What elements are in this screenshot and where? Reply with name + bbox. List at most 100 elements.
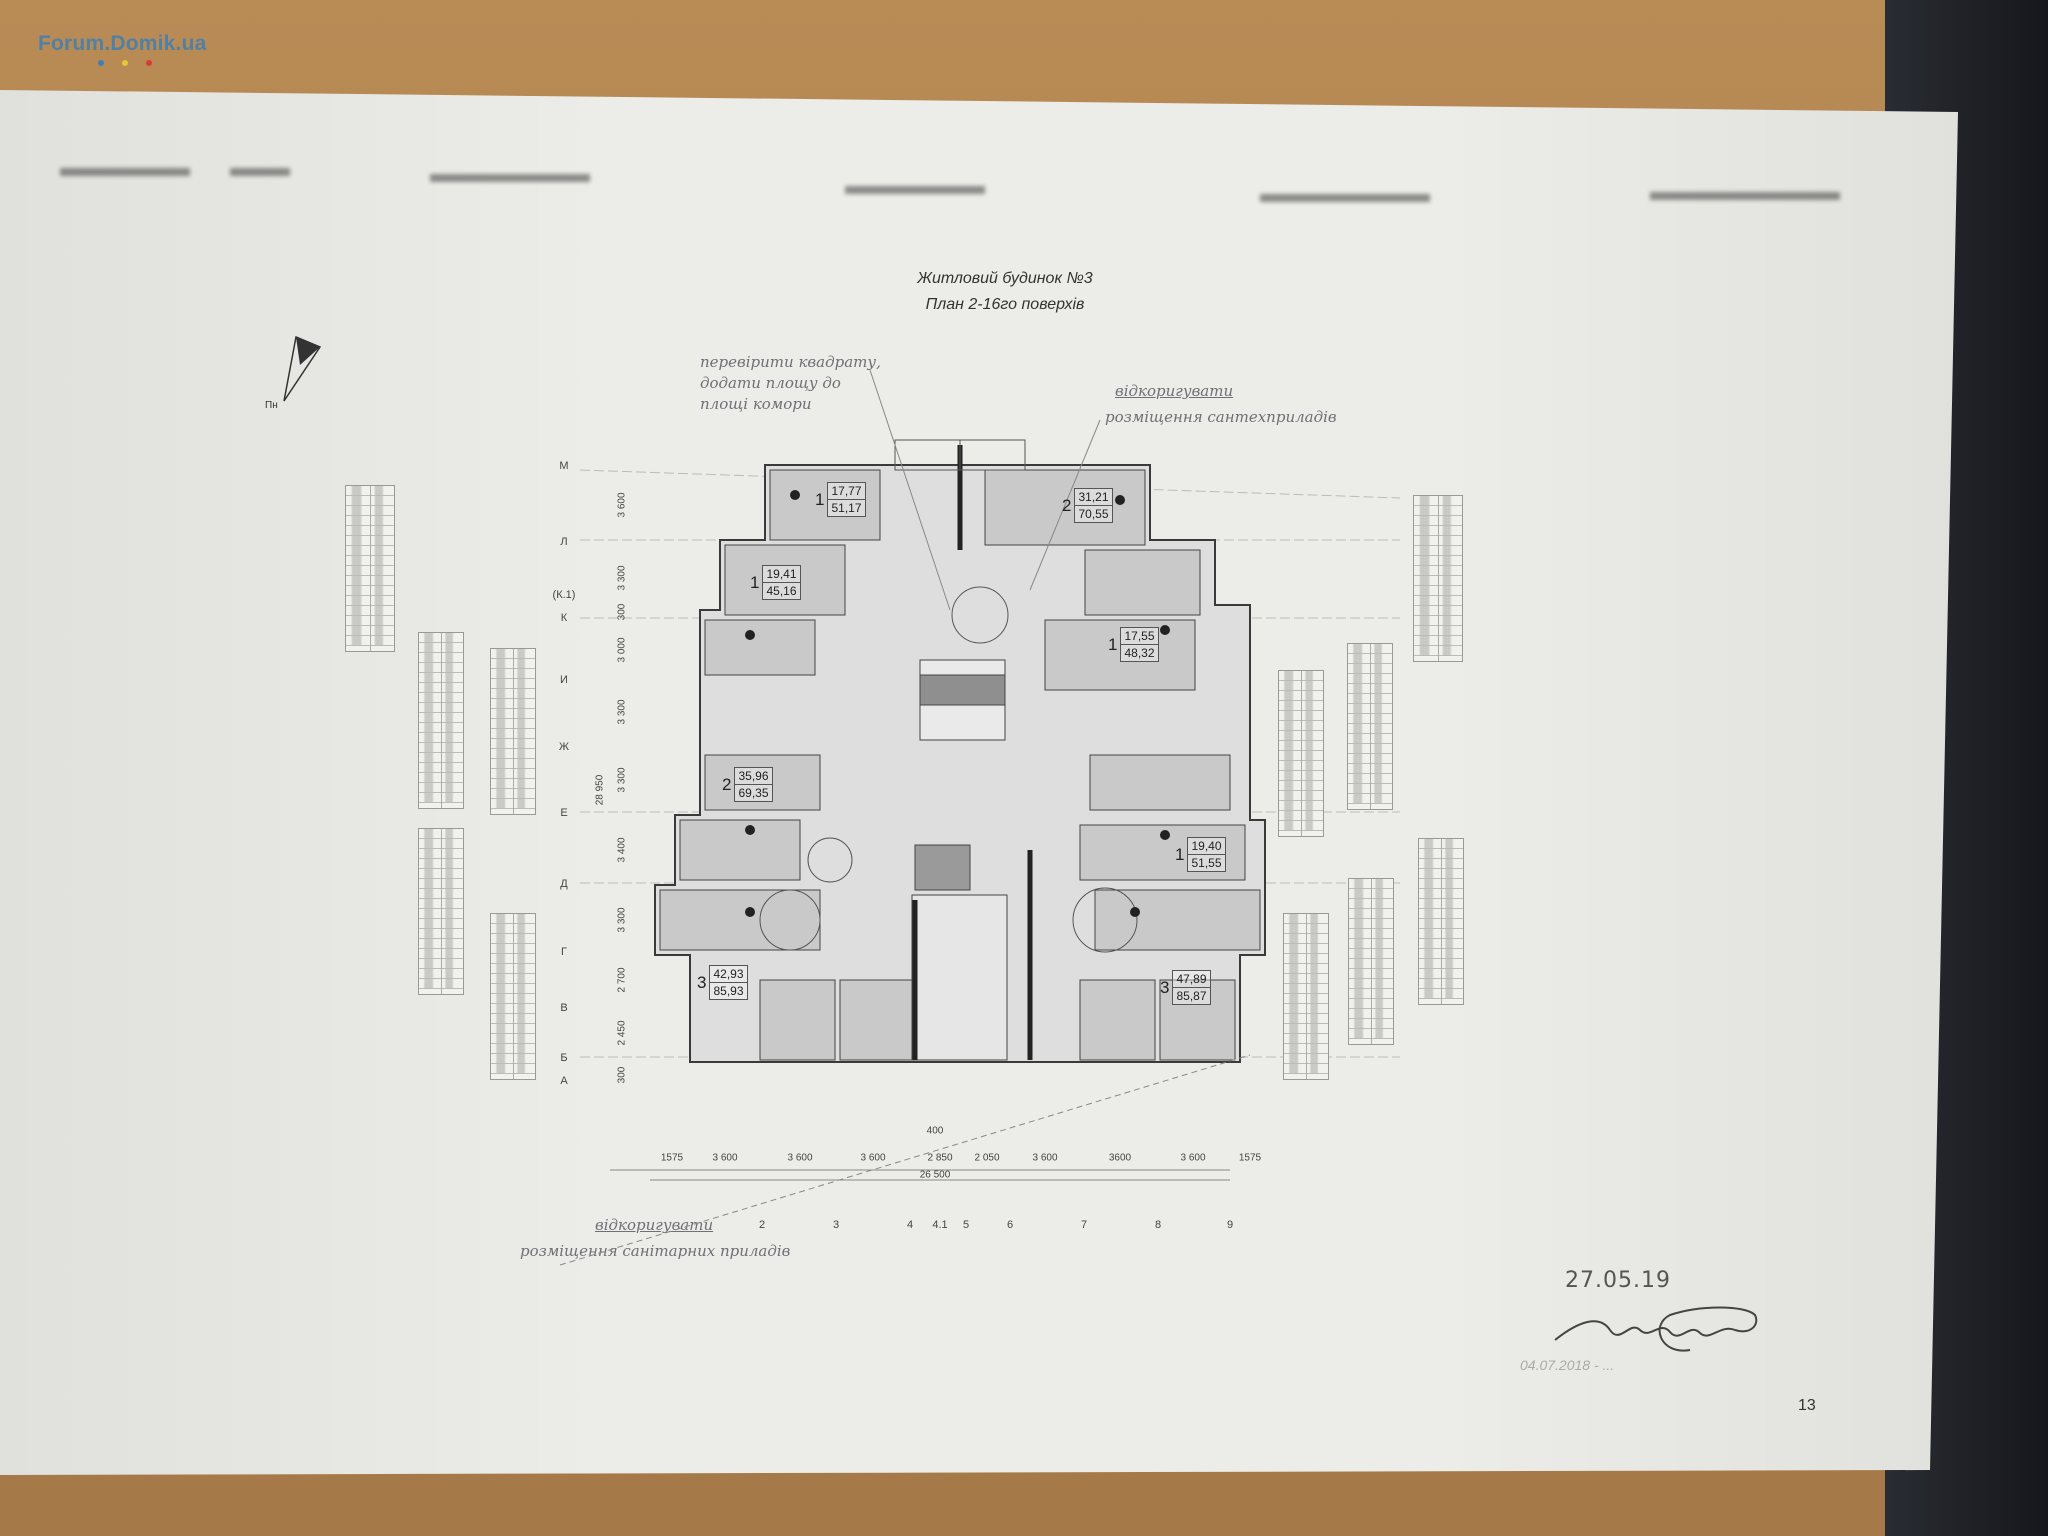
dimension-label: 3 600 — [860, 1152, 886, 1164]
note-line: відкоригувати — [595, 1216, 714, 1234]
apartment-floor-table — [490, 648, 536, 815]
axis-letter: Л — [560, 536, 568, 548]
note-line: відкоригувати — [1115, 382, 1234, 400]
dimension-label: 3 600 — [1180, 1152, 1206, 1164]
handwritten-signature — [1554, 1306, 1758, 1352]
axis-number: 6 — [1006, 1219, 1014, 1231]
room-count: 1 — [1175, 844, 1185, 864]
note-line: розміщення сантехприладів — [1105, 408, 1337, 426]
dimension-label: 3 000 — [616, 637, 628, 663]
document-title: Житловий будинок №3 — [917, 270, 1093, 287]
dimension-label: 3 300 — [616, 907, 628, 933]
living-area: 19,40 — [1188, 838, 1225, 855]
axis-letter: И — [560, 674, 568, 686]
axis-number: 4.1 — [932, 1219, 948, 1231]
dimension-label: 3 600 — [616, 492, 628, 518]
room-count: 1 — [815, 489, 825, 509]
faint-pencil-note: 04.07.2018 - ... — [1520, 1357, 1615, 1373]
redacted-header — [1650, 192, 1840, 200]
total-area: 85,87 — [1176, 989, 1207, 1003]
handwritten-note-bottom-left: відкоригувати розміщення санітарних прил… — [520, 1212, 790, 1264]
dimension-label: 3 600 — [787, 1152, 813, 1164]
page-number: 13 — [1798, 1397, 1816, 1414]
room-count: 3 — [697, 972, 707, 992]
living-area: 19,41 — [763, 566, 800, 583]
apartment-floor-table — [418, 828, 464, 995]
axis-number: 7 — [1080, 1219, 1088, 1231]
redacted-header — [1260, 194, 1430, 202]
document-subtitle: План 2-16го поверхів — [925, 296, 1085, 313]
axis-letter: А — [560, 1075, 568, 1087]
living-area: 42,93 — [710, 966, 747, 983]
apartment-floor-table — [1283, 913, 1329, 1080]
room-count: 2 — [722, 774, 732, 794]
watermark-dots — [98, 60, 178, 68]
axis-letter: Б — [560, 1052, 568, 1064]
axis-number: 4 — [906, 1219, 914, 1231]
room-count: 1 — [1108, 634, 1118, 654]
dimension-label: 1575 — [1238, 1152, 1262, 1164]
dimension-label: 2 050 — [974, 1152, 1000, 1164]
dimension-label: 3 600 — [1032, 1152, 1058, 1164]
dimension-label: 2 700 — [616, 967, 628, 993]
note-line: площі комори — [700, 395, 812, 413]
note-line: перевірити квадрату, — [700, 353, 881, 371]
living-area: 47,89 — [1173, 971, 1210, 988]
total-area: 48,32 — [1124, 646, 1155, 660]
watermark-logo: Forum.Domik.ua — [38, 32, 207, 55]
dimension-label: 3 300 — [616, 767, 628, 793]
redacted-header — [430, 174, 590, 182]
axis-number: 5 — [962, 1219, 970, 1231]
dimension-total: 26 500 — [919, 1169, 951, 1181]
total-area: 45,16 — [766, 584, 797, 598]
dimension-label: 2 450 — [616, 1020, 628, 1046]
total-area: 85,93 — [713, 984, 744, 998]
apartment-floor-table — [1348, 878, 1394, 1045]
axis-number: 3 — [832, 1219, 840, 1231]
dimension-label: 3 600 — [712, 1152, 738, 1164]
living-area: 17,55 — [1121, 628, 1158, 645]
total-area: 69,35 — [738, 786, 769, 800]
signature-date: 27.05.19 — [1565, 1268, 1671, 1293]
room-count: 2 — [1062, 495, 1072, 515]
apartment-floor-table — [1278, 670, 1324, 837]
axis-letter: Г — [561, 946, 567, 958]
redacted-header — [60, 168, 190, 176]
dimension-label: 3600 — [1108, 1152, 1132, 1164]
axis-letter: К — [560, 612, 568, 624]
dimension-label: 1575 — [660, 1152, 684, 1164]
axis-letter: Д — [560, 878, 568, 890]
redacted-header — [845, 186, 985, 194]
north-arrow-icon — [283, 335, 322, 402]
apartment-floor-table — [1413, 495, 1463, 662]
room-count: 3 — [1160, 977, 1170, 997]
living-area: 35,96 — [735, 768, 772, 785]
north-label: Пн — [265, 400, 278, 411]
dimension-label: 2 850 — [927, 1152, 953, 1164]
axis-letter: Ж — [558, 741, 570, 753]
axis-number: 8 — [1154, 1219, 1162, 1231]
dimension-total: 28 950 — [594, 774, 606, 806]
total-area: 51,17 — [831, 501, 862, 515]
apartment-floor-table — [418, 632, 464, 809]
apartment-floor-table — [490, 913, 536, 1080]
axis-letter: Е — [560, 807, 568, 819]
room-count: 1 — [750, 572, 760, 592]
dimension-label: 300 — [616, 603, 628, 621]
axis-letter: М — [559, 460, 569, 472]
dimension-label: 300 — [616, 1066, 628, 1084]
axis-letter: (К.1) — [552, 589, 576, 601]
note-line: додати площу до — [700, 374, 841, 392]
apartment-floor-table — [1418, 838, 1464, 1005]
apartment-floor-table — [1347, 643, 1393, 810]
note-line: розміщення санітарних приладів — [520, 1242, 791, 1260]
dimension-note: 400 — [926, 1125, 944, 1137]
